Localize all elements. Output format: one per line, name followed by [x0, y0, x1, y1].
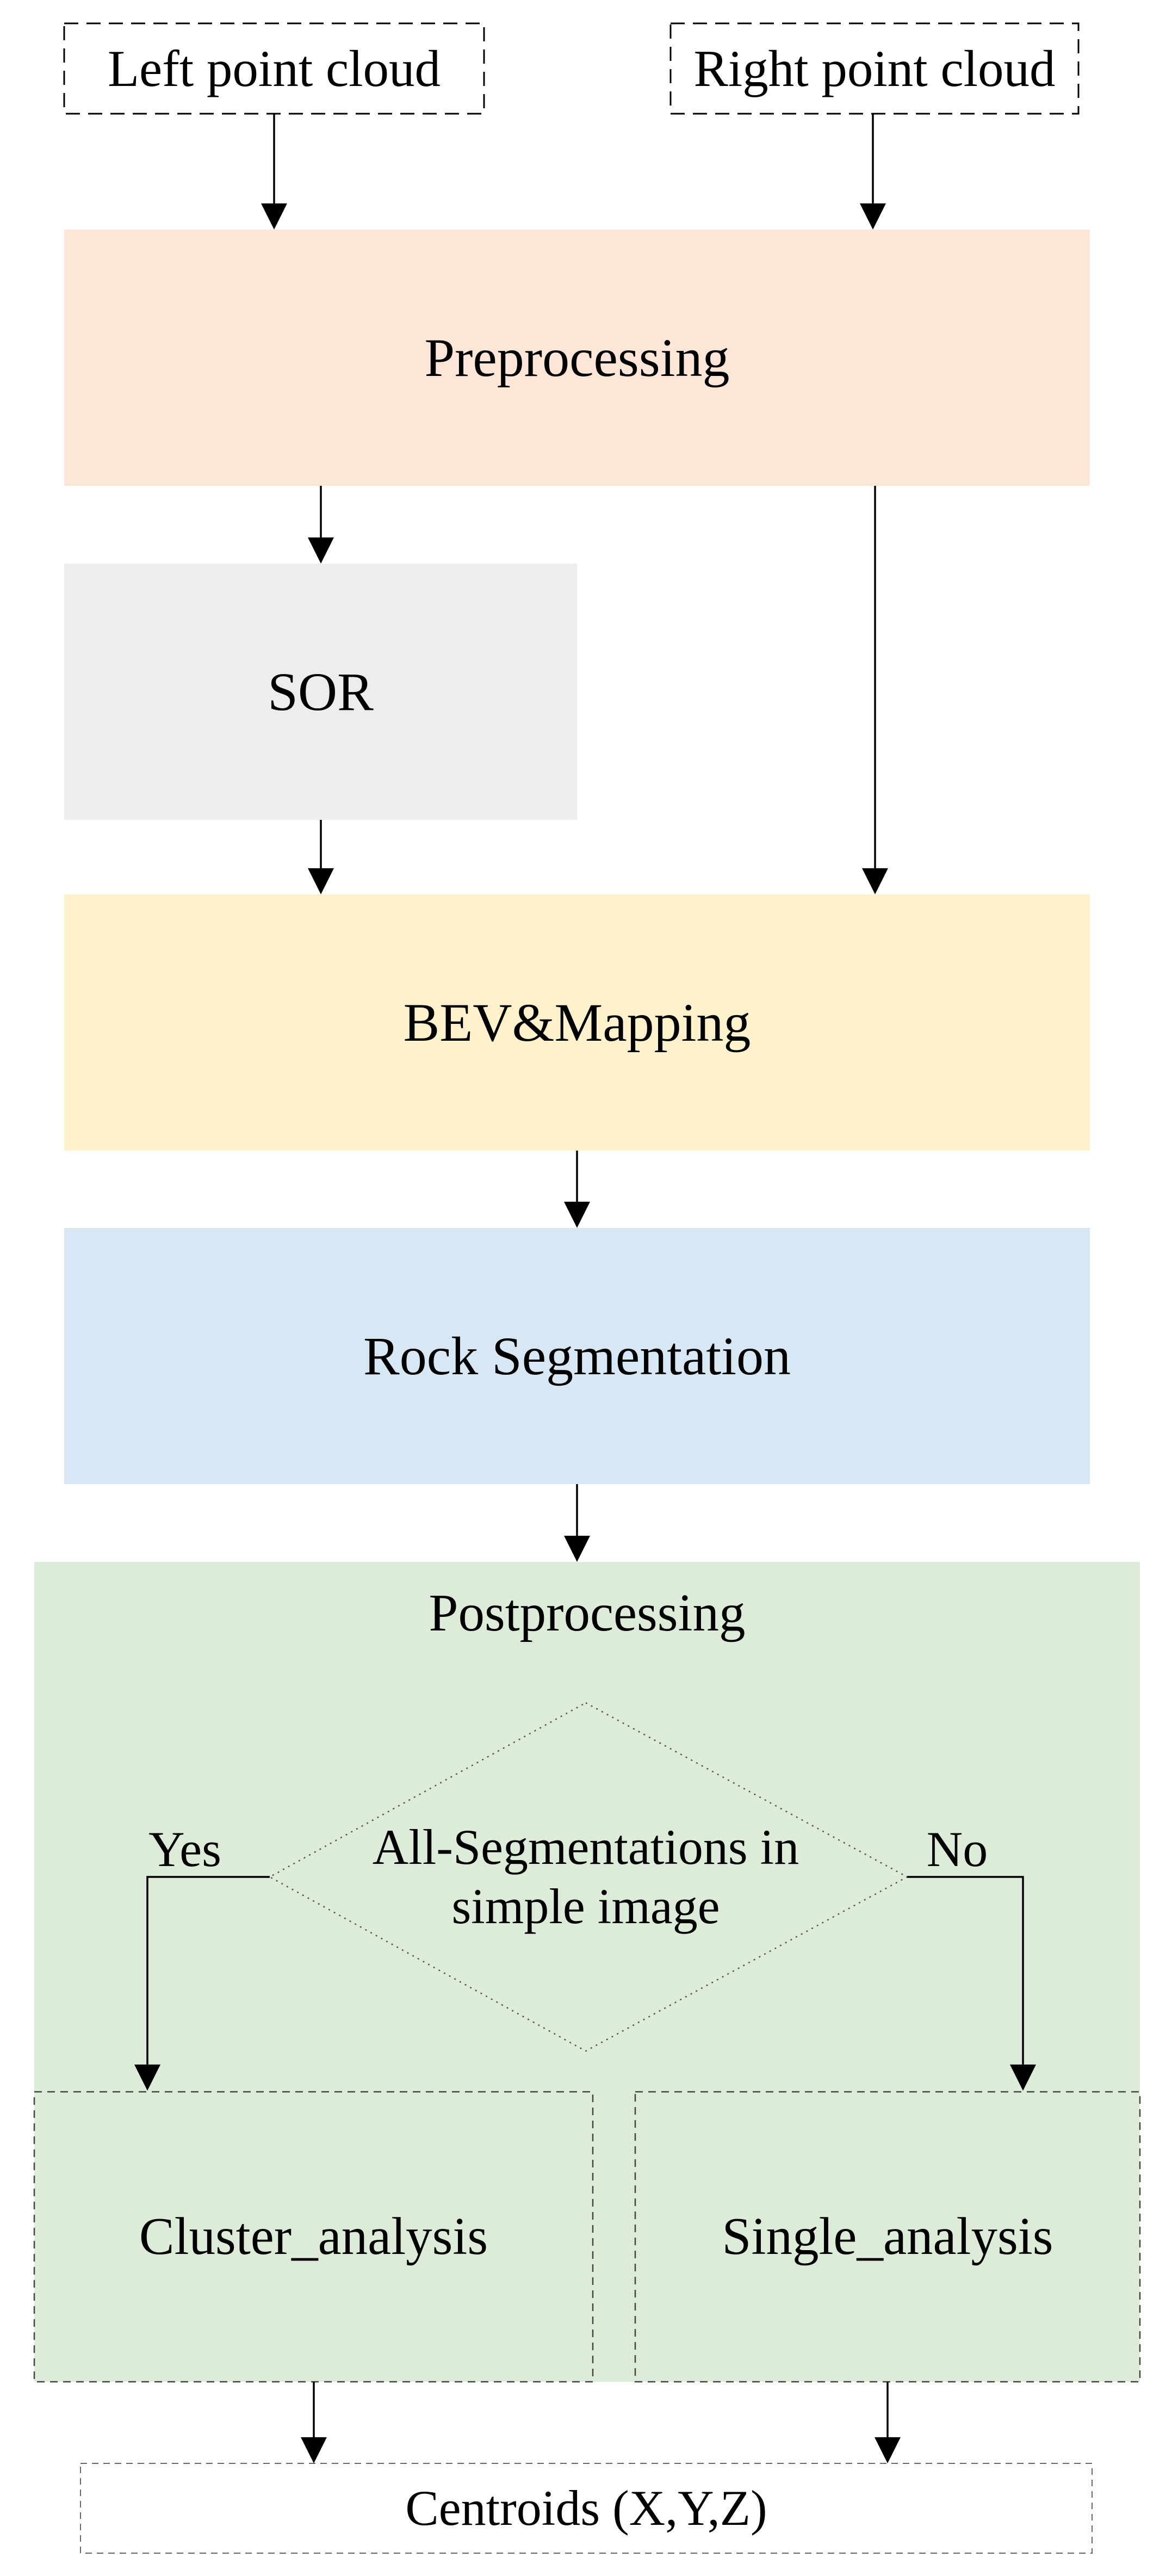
- centroids-label: Centroids (X,Y,Z): [405, 2480, 767, 2536]
- left-input-box: [63, 22, 485, 115]
- decision-label-line1: All-Segmentations in: [372, 1819, 799, 1875]
- bev-mapping-label: BEV&Mapping: [403, 992, 751, 1053]
- left-input-label: Left point cloud: [107, 39, 441, 97]
- centroids-box: [80, 2463, 1093, 2554]
- no-branch-label: No: [926, 1821, 988, 1877]
- decision-diamond: [268, 1702, 909, 2052]
- right-input-label: Right point cloud: [693, 39, 1056, 97]
- postprocessing-box: [34, 1562, 1140, 2382]
- postprocessing-label: Postprocessing: [429, 1583, 746, 1642]
- preprocessing-label: Preprocessing: [424, 327, 730, 388]
- right-input-box: [669, 22, 1080, 115]
- arrow-yes-to-cluster-analysis: [134, 1876, 270, 2091]
- bev-mapping-box: [64, 894, 1090, 1151]
- cluster-analysis-label: Cluster_analysis: [139, 2207, 488, 2266]
- sor-box: [64, 564, 577, 820]
- preprocessing-box: [64, 230, 1090, 486]
- yes-branch-label: Yes: [148, 1821, 221, 1877]
- rock-segmentation-box: [64, 1228, 1090, 1484]
- decision-label-line2: simple image: [451, 1879, 720, 1934]
- rock-segmentation-label: Rock Segmentation: [363, 1325, 791, 1386]
- decision-label: All-Segmentations in simple image: [317, 1806, 855, 1948]
- sor-label: SOR: [268, 661, 374, 722]
- single-analysis-label: Single_analysis: [722, 2207, 1053, 2266]
- arrow-no-to-single-analysis: [907, 1876, 1036, 2091]
